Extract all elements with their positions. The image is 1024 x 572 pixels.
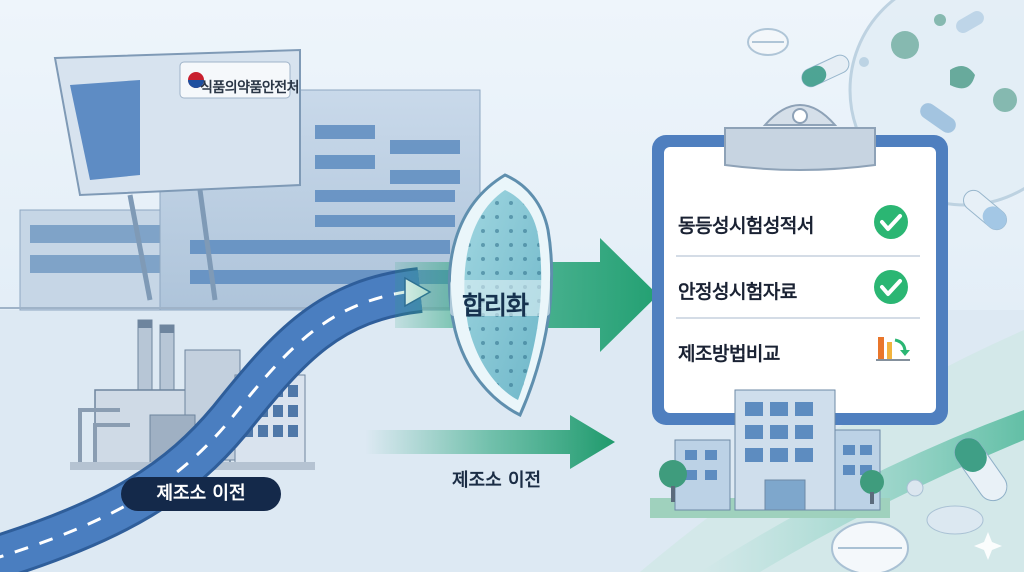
clipboard — [652, 104, 948, 425]
shield-label: 합리화 — [462, 291, 529, 320]
government-building — [0, 48, 500, 311]
building-sign: 식품의약품안전처 — [200, 80, 300, 96]
relocation-label: 제조소 이전 — [452, 470, 542, 491]
check-circle-icon — [874, 270, 908, 304]
checklist-item-equivalence: 동등성시험성적서 — [678, 215, 814, 237]
checklist-item-stability: 안정성시험자료 — [678, 281, 797, 303]
pills-decoration — [831, 437, 1008, 572]
comparison-chart-icon — [876, 337, 910, 361]
new-building — [650, 389, 890, 518]
checklist-item-process-comparison: 제조방법비교 — [678, 343, 780, 365]
relocation-arrow — [365, 415, 615, 469]
factory-label: 제조소 이전 — [121, 477, 281, 511]
check-circle-icon — [874, 205, 908, 239]
